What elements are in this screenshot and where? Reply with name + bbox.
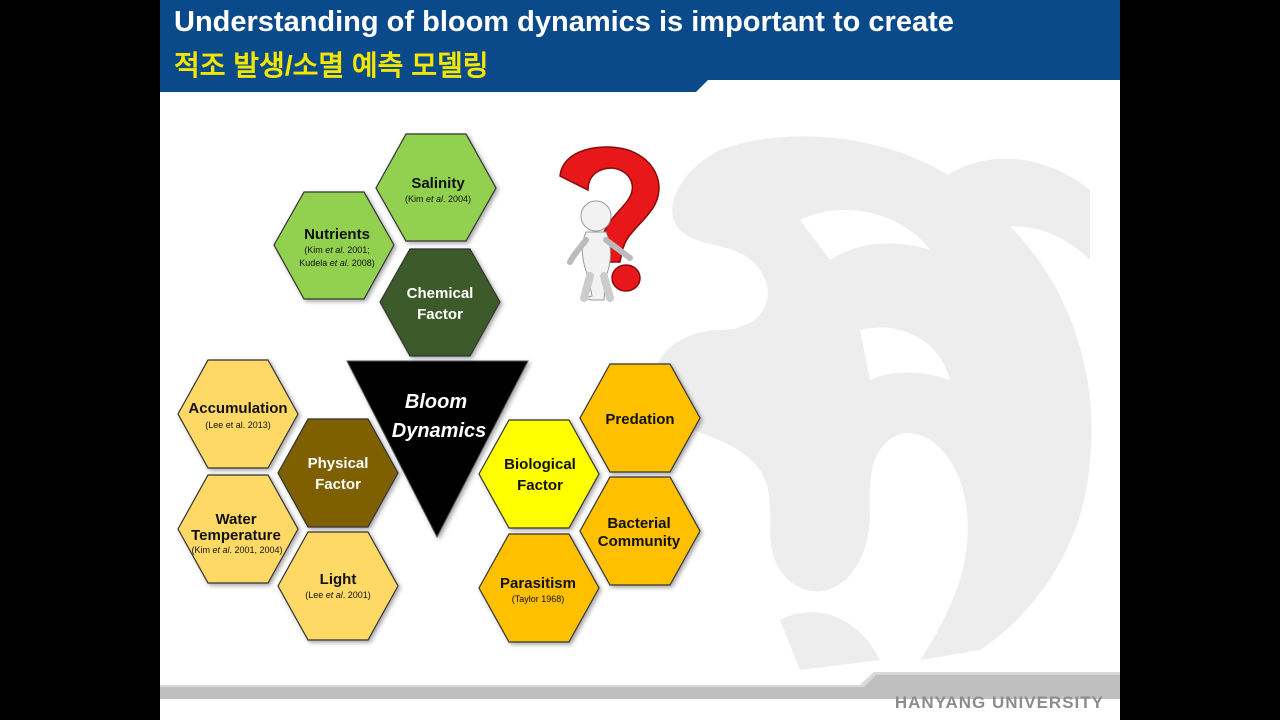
slide-subtitle-korean: 적조 발생/소멸 예측 모델링 — [174, 50, 489, 81]
nutrients-ref-line2: Kudela et al. 2008) — [299, 258, 375, 268]
salinity-label: Salinity — [411, 175, 465, 192]
salinity-ref: (Kim et al. 2004) — [405, 194, 471, 204]
water-temperature-ref: (Kim et al. 2001, 2004) — [191, 545, 282, 555]
hex-water-temperature — [177, 474, 299, 584]
slide-title: Understanding of bloom dynamics is impor… — [174, 6, 954, 38]
physical-factor-line1: Physical — [308, 455, 369, 472]
light-ref: (Lee et al. 2001) — [305, 590, 371, 600]
accumulation-label: Accumulation — [188, 400, 287, 417]
parasitism-ref: (Taylor 1968) — [512, 594, 565, 604]
biological-factor-line1: Biological — [504, 456, 576, 473]
hex-nutrients — [273, 191, 395, 300]
hex-predation — [579, 363, 701, 473]
hex-light — [277, 531, 399, 641]
footer-band — [160, 672, 1120, 699]
slide: Understanding of bloom dynamics is impor… — [160, 0, 1120, 720]
bacterial-community-line2: Community — [598, 533, 681, 550]
center-label-line1: Bloom — [405, 391, 467, 413]
hex-chemical-factor — [379, 248, 501, 357]
dragon-watermark-icon — [654, 136, 1092, 670]
physical-factor-line2: Factor — [315, 476, 361, 493]
water-temperature-line2: Temperature — [191, 527, 281, 544]
light-label: Light — [320, 571, 357, 588]
hex-biological-factor — [478, 419, 600, 529]
chemical-factor-line2: Factor — [417, 306, 463, 323]
question-mark-icon — [559, 146, 660, 292]
thinking-figure-icon — [567, 200, 633, 302]
bacterial-community-line1: Bacterial — [607, 515, 670, 532]
accumulation-ref: (Lee et al. 2013) — [205, 420, 271, 430]
chemical-factor-line1: Chemical — [407, 285, 474, 302]
hex-accumulation — [177, 359, 299, 469]
header-band — [160, 0, 1120, 92]
hex-parasitism — [478, 533, 600, 643]
bloom-dynamics-triangle — [346, 360, 529, 539]
hex-physical-factor — [277, 418, 399, 528]
nutrients-label: Nutrients — [304, 226, 370, 243]
center-label-line2: Dynamics — [392, 420, 487, 442]
hex-salinity — [375, 133, 497, 242]
hex-bacterial-community — [579, 476, 701, 586]
bloom-dynamics-diagram: Bloom Dynamics Salinity (Kim et al. 2004… — [177, 133, 701, 643]
nutrients-ref-line1: (Kim et al. 2001; — [304, 245, 370, 255]
water-temperature-line1: Water — [215, 511, 256, 528]
footer-university: HANYANG UNIVERSITY — [894, 693, 1104, 712]
predation-label: Predation — [605, 411, 674, 428]
parasitism-label: Parasitism — [500, 575, 576, 592]
biological-factor-line2: Factor — [517, 477, 563, 494]
